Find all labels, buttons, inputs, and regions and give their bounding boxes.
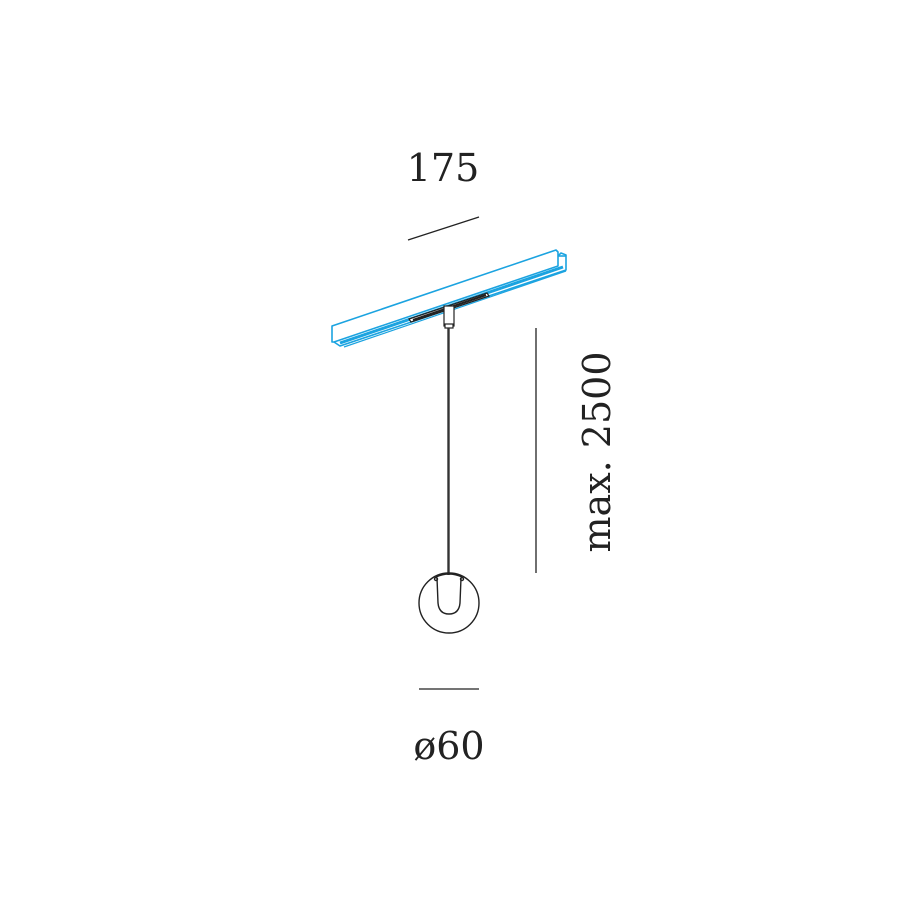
diameter-label: ø60 [413, 724, 484, 768]
width-dimension-line [407, 216, 480, 241]
track-rail [331, 249, 567, 348]
globe-shade [418, 572, 480, 634]
height-label: max. 2500 [575, 352, 619, 553]
width-label: 175 [407, 146, 480, 190]
track-adapter [408, 292, 490, 329]
